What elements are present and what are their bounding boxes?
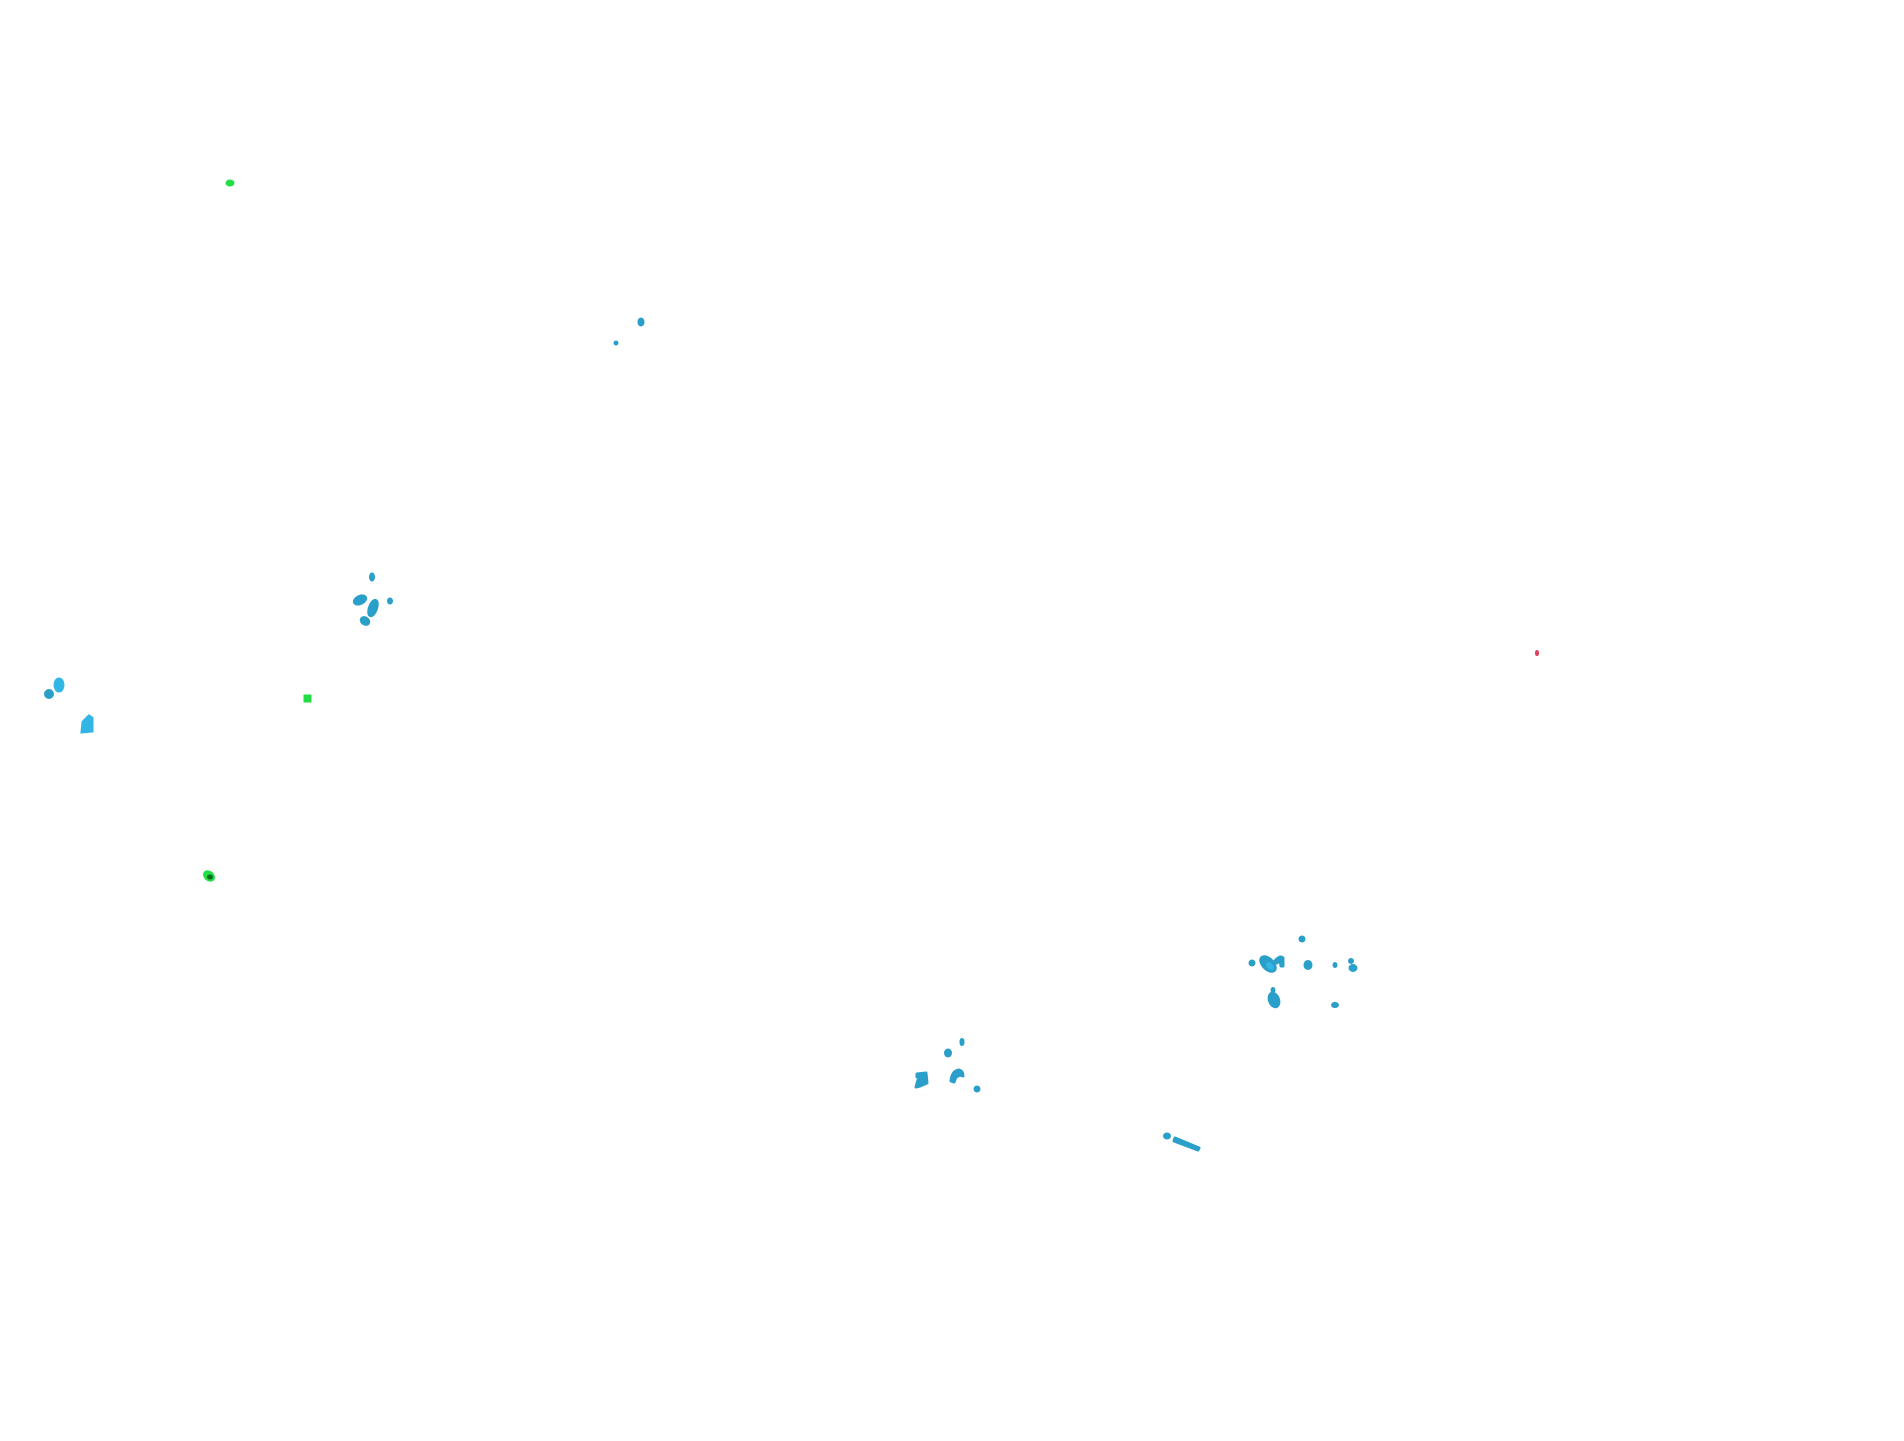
echo-cell: [1172, 1136, 1201, 1152]
echo-cell: [914, 1071, 929, 1089]
echo-cell: [973, 1085, 981, 1093]
echo-cell: [1535, 650, 1539, 656]
echo-cell: [637, 317, 645, 327]
echo-cell: [387, 597, 393, 605]
echo-cell: [303, 694, 312, 703]
echo-cell: [1267, 991, 1281, 1009]
echo-cell: [1331, 1002, 1339, 1008]
echo-cell: [1348, 958, 1354, 964]
echo-cell: [1163, 1132, 1171, 1140]
echo-cell: [949, 1068, 965, 1084]
echo-cell: [44, 689, 54, 699]
echo-cell: [80, 714, 94, 734]
echo-cell: [207, 874, 213, 880]
echo-cell: [1270, 987, 1276, 993]
echo-cell: [225, 179, 235, 187]
echo-cell: [1273, 955, 1285, 968]
echo-cell: [1266, 962, 1274, 970]
echo-cell: [1248, 959, 1256, 967]
echo-cell: [1348, 964, 1358, 972]
echo-layer: [44, 179, 1539, 1152]
echo-cell: [1303, 960, 1313, 970]
echo-cell: [613, 340, 619, 346]
echo-cell: [1332, 962, 1338, 968]
echo-cell: [959, 1038, 965, 1046]
echo-cell: [53, 677, 65, 693]
echo-cell: [944, 1048, 952, 1058]
echo-cell: [1298, 935, 1306, 943]
echo-cell: [352, 594, 368, 606]
echo-cell: [369, 572, 375, 582]
echo-cell: [367, 598, 379, 618]
echo-cell: [359, 616, 371, 626]
